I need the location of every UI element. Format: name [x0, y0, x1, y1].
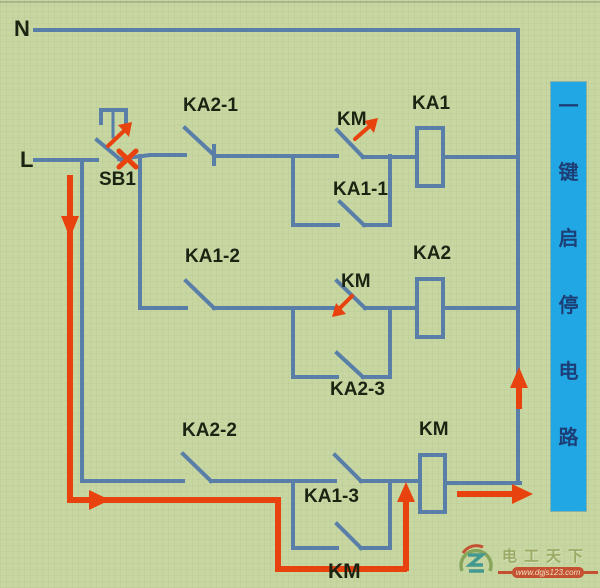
neutral-label: N: [14, 16, 30, 41]
watermark-logo-icon: [459, 544, 493, 573]
flow-arrow-down-icon: [61, 216, 79, 238]
sb1-x-mark-icon: [116, 148, 139, 170]
km-row2-label: KM: [341, 271, 371, 292]
banner-char-3: 启: [558, 226, 579, 251]
banner-char-6: 路: [558, 424, 579, 449]
km-row3-contact: [334, 521, 364, 551]
ka1-3-contact: [332, 452, 364, 484]
km-row2-arrowhead: [332, 303, 346, 317]
watermark-ribbon: www.dgjs123.com: [498, 566, 599, 578]
sb1-contact: [94, 137, 124, 163]
flow-arrow-right-icon: [89, 490, 110, 510]
ka2-3-branch-left: [291, 306, 339, 379]
km-row3-branch-right: [359, 479, 392, 550]
ka1-coil-label: KA1: [412, 93, 451, 114]
line-label: L: [20, 147, 34, 172]
banner-char-1: 一: [558, 94, 579, 118]
banner-char-5: 电: [558, 358, 579, 383]
flow-arrow-right2-icon: [512, 484, 533, 504]
ribbon-line-left: [498, 570, 512, 574]
km-row3-branch-left: [291, 479, 339, 550]
flow-arrow-up-icon: [397, 482, 415, 502]
km-row1-label: KM: [337, 109, 367, 130]
sb1-press-arrowhead: [118, 122, 132, 137]
wires-group: [33, 28, 522, 551]
ka1-1-branch-right: [362, 154, 392, 227]
ka2-2-label: KA2-2: [182, 420, 237, 441]
ka2-3-branch-right: [361, 306, 392, 379]
banner-char-2: 键: [558, 160, 579, 185]
ka2-1-label: KA2-1: [183, 95, 238, 116]
sb1-press-arrow-icon: [106, 127, 128, 148]
neutral-bus-wire: [33, 28, 520, 485]
annotation-arrowheads: [118, 118, 378, 317]
ka2-2-contact: [180, 451, 214, 484]
km-row1-open-arrow-icon: [353, 123, 373, 141]
ka1-2-label: KA1-2: [185, 246, 240, 267]
km-row1-arrowhead: [364, 118, 378, 133]
sb1-button-cap: [99, 108, 128, 125]
ribbon-line-right: [584, 570, 599, 574]
ka1-2-contact: [183, 278, 217, 311]
top-edge-line: [0, 1, 600, 3]
watermark-url: www.dgjs123.com: [511, 566, 585, 578]
ka1-3-label: KA1-3: [304, 486, 359, 507]
sb1-label: SB1: [99, 169, 136, 190]
km-row1-contact: [334, 127, 366, 160]
watermark: 电工天下 www.dgjs123.com: [452, 538, 599, 586]
ka2-1-contact: [182, 125, 217, 158]
banner-char-4: 停: [558, 292, 579, 317]
ka2-3-label: KA2-3: [330, 379, 385, 400]
flow-left-path: [67, 175, 407, 572]
ka1-1-branch-left: [291, 154, 340, 227]
km-coil-label: KM: [419, 419, 449, 440]
km-row2-close-arrow-icon: [338, 294, 354, 310]
flow-arrow-up2-icon: [510, 367, 528, 388]
ka1-coil-rect: [415, 126, 445, 188]
ka2-3-contact: [334, 350, 366, 380]
km-row3-label: KM: [328, 560, 361, 583]
km-coil-rect: [418, 453, 447, 514]
ka1-1-contact: [337, 199, 367, 228]
ka2-coil-label: KA2: [413, 243, 452, 264]
title-banner: 一 键 启 停 电 路: [551, 82, 586, 511]
annotation-arrows: [106, 123, 373, 310]
ka2-coil-rect: [415, 277, 445, 339]
flow-arrowheads: [61, 216, 533, 510]
ka1-1-label: KA1-1: [333, 179, 388, 200]
watermark-brand: 电工天下: [502, 548, 591, 565]
